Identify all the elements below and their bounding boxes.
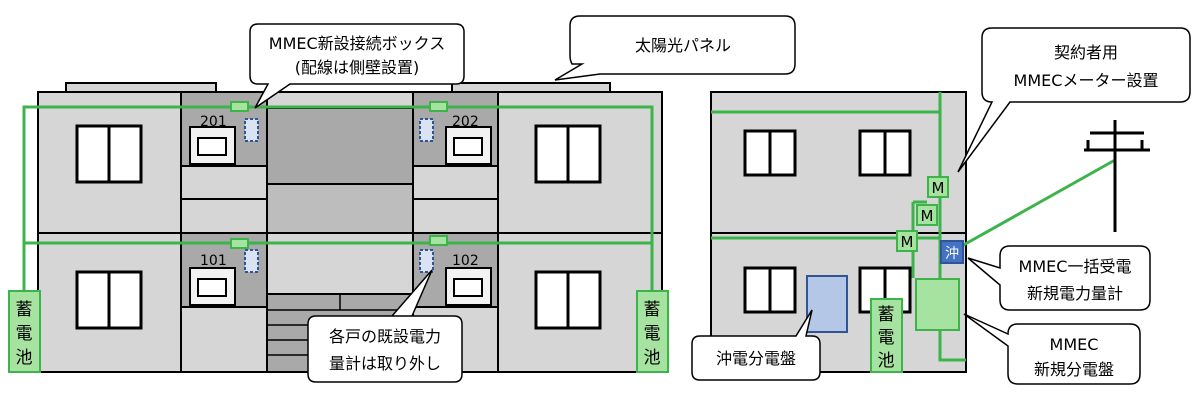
oki-meter: 沖 [940, 240, 964, 264]
window [743, 266, 797, 314]
stairwell-mid [266, 183, 414, 234]
svg-text:池: 池 [16, 348, 33, 368]
battery-right-building: 蓄 電 池 [870, 298, 903, 373]
svg-text:沖: 沖 [945, 246, 959, 262]
utility-pole [1084, 120, 1150, 232]
battery-left: 蓄 電 池 [8, 290, 41, 373]
callout-meter-line2: MMECメーター設置 [1014, 71, 1159, 90]
svg-text:池: 池 [878, 351, 895, 371]
callout-existing-meter-line2: 量計は取り外し [329, 354, 441, 373]
callout-bulk-meter: MMEC一括受電 新規電力量計 [967, 245, 1151, 311]
window [75, 124, 143, 184]
svg-text:M: M [932, 179, 945, 197]
callout-connection-box-line1: MMEC新設接続ボックス [269, 34, 445, 53]
callout-oki-panel-text: 沖電分電盤 [716, 349, 796, 368]
callout-new-panel-line2: 新規分電盤 [1034, 360, 1114, 379]
window [534, 124, 602, 184]
svg-text:池: 池 [644, 348, 661, 368]
existing-meter-102 [419, 249, 434, 273]
room-number-102: 102 [452, 253, 479, 269]
callout-solar-panel-text: 太陽光パネル [635, 36, 731, 55]
callout-bulk-meter-line2: 新規電力量計 [1027, 284, 1123, 303]
door-unit-101 [189, 267, 236, 306]
svg-text:蓄: 蓄 [878, 305, 895, 325]
mmec-meter-top: M [927, 176, 949, 198]
corridor-band [412, 165, 499, 200]
callout-connection-box: MMEC新設接続ボックス (配線は側壁設置) [249, 23, 465, 109]
roof-panel-right [451, 82, 611, 93]
room-number-201: 201 [200, 114, 227, 130]
door-unit-202 [445, 126, 492, 165]
connection-box-102 [429, 235, 448, 246]
connection-box-201 [230, 101, 249, 112]
svg-text:蓄: 蓄 [16, 300, 33, 320]
callout-solar-panel: 太陽光パネル [554, 15, 796, 81]
stairwell-upper [266, 107, 414, 185]
svg-text:電: 電 [16, 324, 33, 344]
window [534, 270, 602, 330]
callout-existing-meter: 各戸の既設電力 量計は取り外し [307, 269, 463, 383]
existing-meter-101 [244, 249, 259, 273]
callout-oki-panel: 沖電分電盤 [691, 309, 821, 381]
right-building: M M M 沖 蓄 電 池 [710, 91, 1116, 373]
corridor-band [180, 165, 268, 200]
corridor-band [180, 306, 268, 373]
window [75, 270, 143, 330]
callout-new-panel: MMEC 新規分電盤 [963, 313, 1141, 385]
callout-meter-line1: 契約者用 [1054, 43, 1118, 62]
oki-distribution-panel [806, 275, 848, 333]
svg-text:M: M [901, 233, 914, 251]
room-number-202: 202 [452, 114, 479, 130]
door-unit-102 [445, 267, 492, 306]
window [858, 129, 912, 177]
callout-new-panel-line1: MMEC [1050, 335, 1099, 354]
connection-box-101 [230, 238, 249, 249]
battery-right: 蓄 電 池 [636, 290, 669, 373]
svg-text:M: M [921, 207, 934, 225]
callout-existing-meter-line1: 各戸の既設電力 [329, 327, 441, 346]
window [743, 129, 797, 177]
callout-connection-box-line2: (配線は側壁設置) [295, 58, 420, 77]
wiring-upper [22, 105, 654, 291]
svg-text:電: 電 [644, 324, 661, 344]
callout-bulk-meter-line1: MMEC一括受電 [1019, 257, 1132, 276]
existing-meter-202 [419, 118, 434, 142]
room-number-101: 101 [200, 253, 227, 269]
roof-panel-left [65, 82, 217, 93]
mmec-distribution-panel [915, 278, 960, 331]
connection-box-202 [429, 101, 448, 112]
door-unit-201 [189, 126, 236, 165]
mmec-meter-mid: M [916, 204, 938, 226]
svg-text:電: 電 [878, 328, 895, 348]
existing-meter-201 [244, 118, 259, 142]
callout-meter: 契約者用 MMECメーター設置 [957, 27, 1191, 173]
mmec-meter-low: M [896, 230, 918, 252]
svg-text:蓄: 蓄 [644, 300, 661, 320]
